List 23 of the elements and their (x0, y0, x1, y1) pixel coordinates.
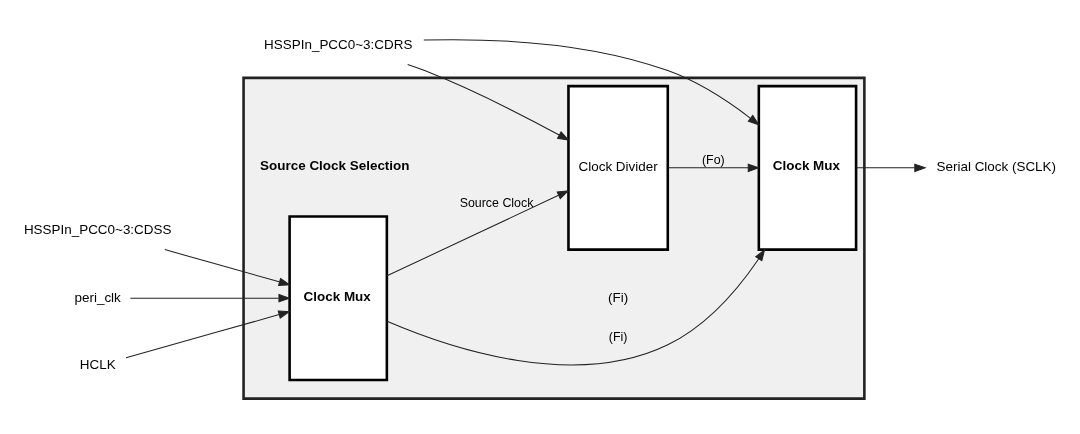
arrow (129, 293, 291, 303)
arrow (407, 63, 570, 141)
arrow (423, 39, 760, 126)
node-box: Clock Mux (757, 84, 858, 251)
arrow (667, 163, 761, 173)
arrow (855, 163, 927, 173)
node-text: peri_clk (74, 289, 121, 305)
arrow (386, 190, 570, 277)
node-text: HSSPIn_PCC0~3:CDRS (264, 37, 413, 53)
edge-label: (Fi) (608, 330, 628, 345)
node-label: Source Clock Selection (260, 158, 410, 174)
edge-label: (Fo) (701, 153, 725, 168)
arrow (164, 249, 291, 286)
arrow (125, 310, 291, 359)
node-box: Clock Divider (567, 84, 670, 251)
node-box: Clock Mux (288, 215, 389, 382)
cluster (242, 76, 866, 400)
node-text: Serial Clock (SCLK) (936, 159, 1057, 175)
arrow (386, 248, 766, 366)
node-text: HCLK (79, 356, 116, 372)
node-text: HSSPIn_PCC0~3:CDSS (23, 222, 172, 238)
edge-label: Source Clock (459, 195, 534, 210)
label: (Fi) (608, 289, 629, 305)
